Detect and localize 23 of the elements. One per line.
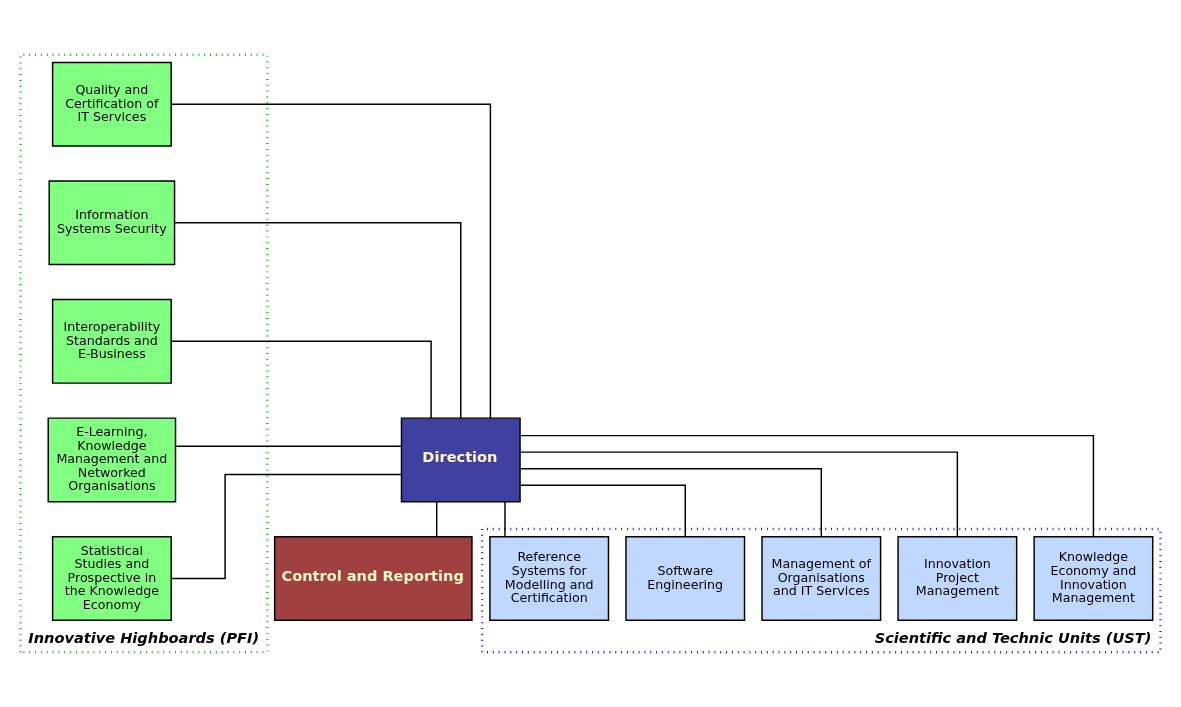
- connector: [435, 500, 438, 538]
- node-box: Interoperability Standards and E-Business: [51, 298, 172, 384]
- node-box: Software Engineering: [625, 535, 746, 621]
- connector: [519, 484, 686, 538]
- connector: [519, 451, 959, 538]
- connector: [170, 473, 403, 580]
- connector: [504, 500, 506, 538]
- node-box: Reference Systems for Modelling and Certification: [489, 535, 610, 621]
- node-box: Innovation Project Management: [897, 535, 1018, 621]
- node-box: Knowledge Economy and Innovation Management: [1033, 535, 1154, 621]
- node-box: Control and Reporting: [273, 535, 473, 621]
- node-box: Statistical Studies and Prospective in the Knowledge Economy: [51, 535, 172, 621]
- connector: [519, 467, 823, 538]
- connector: [170, 103, 492, 419]
- node-box: E-Learning, Knowledge Management and Networked Organisations: [47, 417, 177, 503]
- node-box: Information Systems Security: [48, 180, 176, 266]
- node-box: Management of Organisations and IT Services: [761, 535, 882, 621]
- connector: [170, 340, 432, 419]
- connector: [173, 222, 462, 419]
- connector: [519, 434, 1095, 538]
- connector: [174, 445, 402, 448]
- node-box: Direction: [400, 417, 521, 503]
- node-box: Quality and Certification of IT Services: [51, 61, 172, 147]
